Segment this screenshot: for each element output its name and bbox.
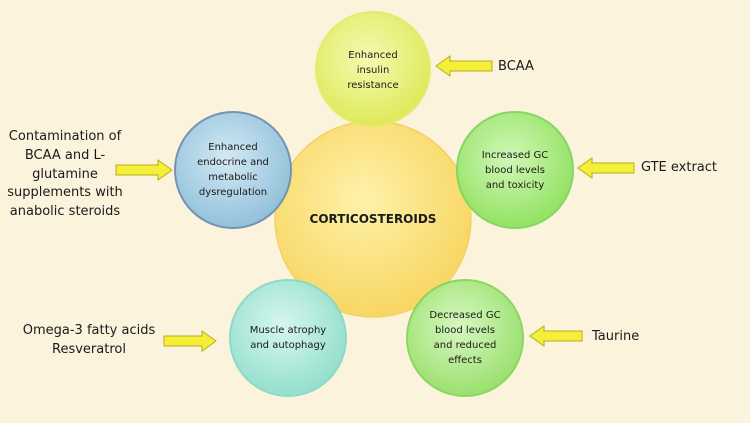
input-contam-line-3: glutamine [32,166,98,182]
arrow-contamination [115,159,173,181]
node-top-line-3: resistance [347,79,399,91]
node-label-top: Enhanced insulin resistance [323,40,423,100]
node-br-line-1: Decreased GC [429,310,501,321]
node-circle-bottom-right [406,279,524,397]
node-right-line-3: and toxicity [485,179,545,191]
node-circle-left [174,111,292,229]
input-contam-line-4: supplements with [7,185,123,201]
node-br-line-2: blood levels [435,325,495,336]
node-bl-line-2: and autophagy [250,340,326,351]
node-circle-right [456,111,574,229]
input-contam-line-1: Contamination of [8,128,122,144]
input-omega-line-2: Resveratrol [52,342,126,357]
arrow-bcaa [435,55,493,77]
input-label-taurine: Taurine [592,326,672,348]
node-right-line-2: blood levels [485,164,545,176]
input-bcaa-text: BCAA [498,58,534,74]
node-label-left: Enhanced endocrine and metabolic dysregu… [183,133,283,207]
node-left-line-3: metabolic [208,172,258,183]
node-label-right: Increased GC blood levels and toxicity [465,140,565,200]
node-label-bottom-right: Decreased GC blood levels and reduced ef… [415,301,515,375]
arrow-taurine [529,325,583,347]
node-circle-bottom-left [229,279,347,397]
input-label-omega: Omega-3 fatty acids Resveratrol [14,320,164,362]
input-label-bcaa: BCAA [498,56,568,78]
node-left-line-1: Enhanced [208,142,258,153]
node-right-line-1: Increased GC [481,149,549,161]
node-top-line-2: insulin [356,64,390,76]
input-contam-line-2: BCAA and L- [24,147,106,163]
node-br-line-3: and reduced [433,340,497,351]
node-left-line-4: dysregulation [198,187,268,198]
node-top-line-1: Enhanced [348,49,398,61]
input-gte-text: GTE extract [641,159,718,175]
input-label-gte: GTE extract [641,157,741,179]
node-br-line-4: effects [448,355,482,366]
node-left-line-2: endocrine and [197,157,269,168]
input-omega-line-1: Omega-3 fatty acids [22,323,156,339]
input-label-contamination: Contamination of BCAA and L- glutamine s… [2,128,128,220]
node-bl-line-1: Muscle atrophy [249,325,327,336]
node-circle-top [315,11,431,127]
input-contam-line-5: anabolic steroids [9,204,121,220]
arrow-omega [163,330,217,352]
input-taurine-text: Taurine [592,328,640,344]
center-label-text: CORTICOSTEROIDS [309,212,437,226]
node-label-bottom-left: Muscle atrophy and autophagy [238,318,338,358]
center-label: CORTICOSTEROIDS [298,204,448,234]
arrow-gte [577,157,635,179]
